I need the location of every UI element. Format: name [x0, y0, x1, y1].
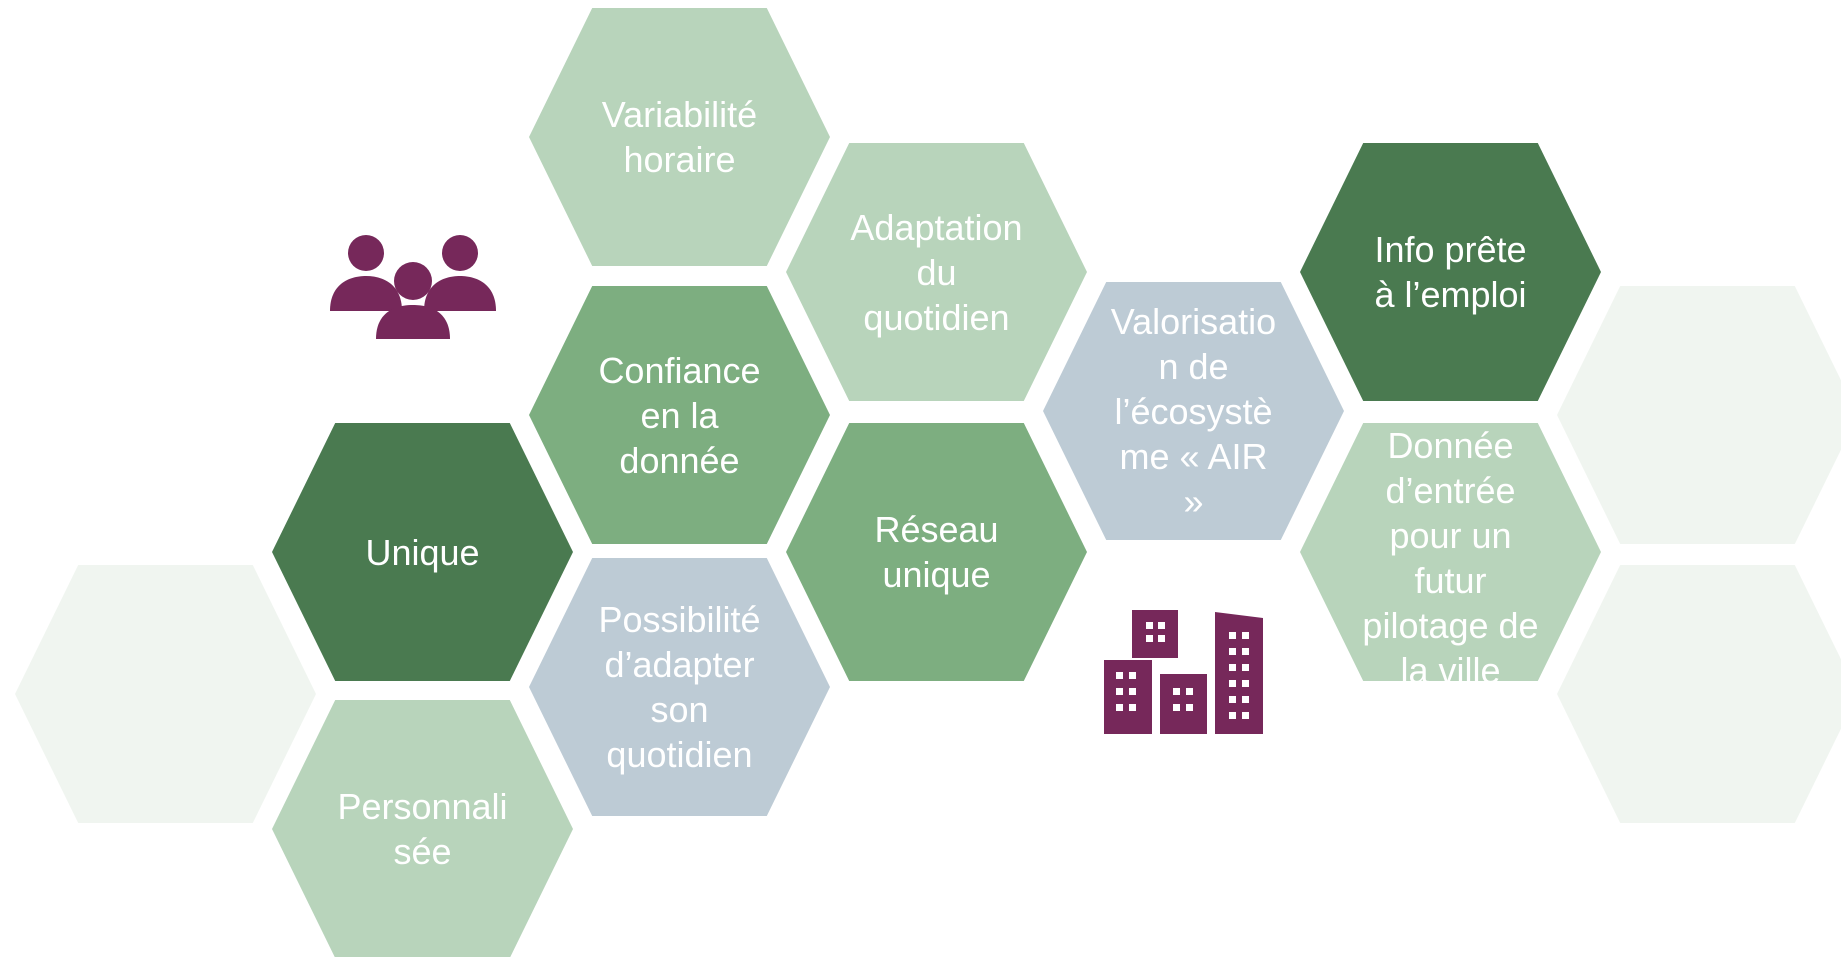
hex-label: Unique — [365, 531, 480, 573]
hex-confiance: Confiance en la donnée — [529, 286, 830, 544]
hex-label: Donnée d’entrée pour un futur pilotage d… — [1362, 425, 1539, 691]
hex-personnalisee: Personnali sée — [272, 700, 573, 957]
hex-label: Possibilité d’adapter son quotidien — [598, 599, 761, 775]
hex-adaptation: Adaptation du quotidien — [786, 143, 1087, 401]
hex-blank-left — [15, 565, 316, 823]
hex-unique: Unique — [272, 423, 573, 681]
hex-donnee: Donnée d’entrée pour un futur pilotage d… — [1300, 423, 1601, 681]
hex-blank-right-top — [1557, 286, 1841, 544]
hex-valorisation: Valorisation de l’écosystè me « AIR » — [1043, 282, 1344, 540]
hex-label: Personnali sée — [337, 786, 508, 872]
hex-reseau: Réseau unique — [786, 423, 1087, 681]
hex-label: Variabilité horaire — [601, 94, 758, 180]
hex-possibilite: Possibilité d’adapter son quotidien — [529, 558, 830, 816]
hex-label: Valorisation de l’écosystè me « AIR » — [1110, 300, 1277, 522]
hex-label: Confiance en la donnée — [598, 349, 761, 481]
hex-label: Adaptation du quotidien — [850, 206, 1023, 338]
hex-label: Réseau unique — [874, 509, 999, 595]
city-buildings-icon — [1104, 608, 1264, 734]
hex-blank-right-bottom — [1557, 565, 1841, 823]
people-group-icon — [330, 233, 496, 339]
hex-info: Info prête à l’emploi — [1300, 143, 1601, 401]
hex-label: Info prête à l’emploi — [1374, 229, 1527, 315]
hex-variabilite: Variabilité horaire — [529, 8, 830, 266]
